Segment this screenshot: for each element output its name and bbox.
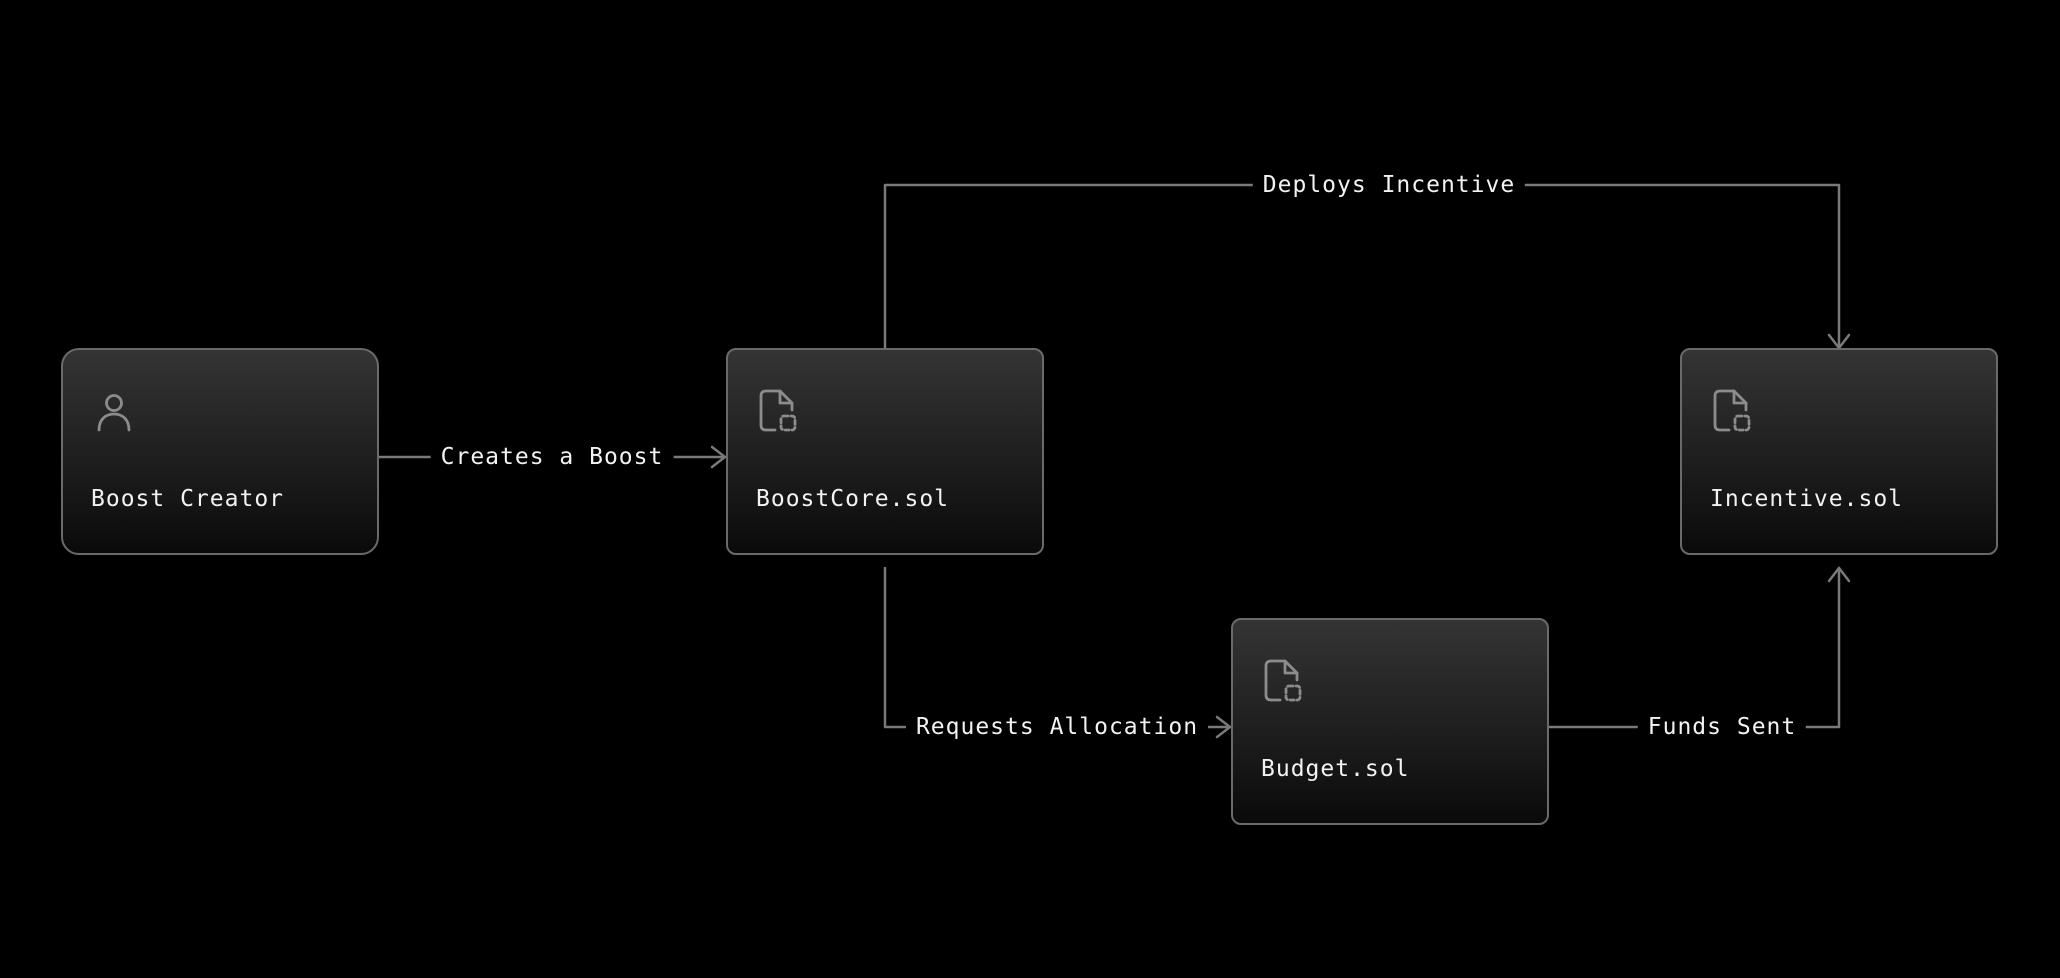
requests-allocation-arrowhead <box>1215 715 1232 739</box>
file-contract-icon <box>1713 389 1751 432</box>
funds-sent-arrowhead <box>1827 566 1851 583</box>
deploys-incentive-connector <box>883 183 1841 350</box>
requests-allocation-connector <box>883 566 1232 729</box>
file-contract-icon <box>1264 659 1302 702</box>
budget-node[interactable]: Budget.sol <box>1231 618 1549 825</box>
deploys-incentive-label: Deploys Incentive <box>1252 170 1526 200</box>
boostcore-node[interactable]: BoostCore.sol <box>726 348 1044 555</box>
funds-sent-label: Funds Sent <box>1637 712 1807 742</box>
user-icon <box>97 394 131 432</box>
boostcore-label: BoostCore.sol <box>756 486 950 512</box>
boost-creator-label: Boost Creator <box>91 486 285 512</box>
boost-creator-node[interactable]: Boost Creator <box>61 348 379 555</box>
incentive-label: Incentive.sol <box>1710 486 1904 512</box>
funds-sent-connector <box>1547 566 1841 729</box>
file-contract-icon <box>759 389 797 432</box>
creates-boost-label: Creates a Boost <box>430 442 674 472</box>
creates-boost-arrowhead <box>710 445 727 469</box>
budget-label: Budget.sol <box>1261 756 1410 782</box>
incentive-node[interactable]: Incentive.sol <box>1680 348 1998 555</box>
requests-allocation-label: Requests Allocation <box>905 712 1209 742</box>
